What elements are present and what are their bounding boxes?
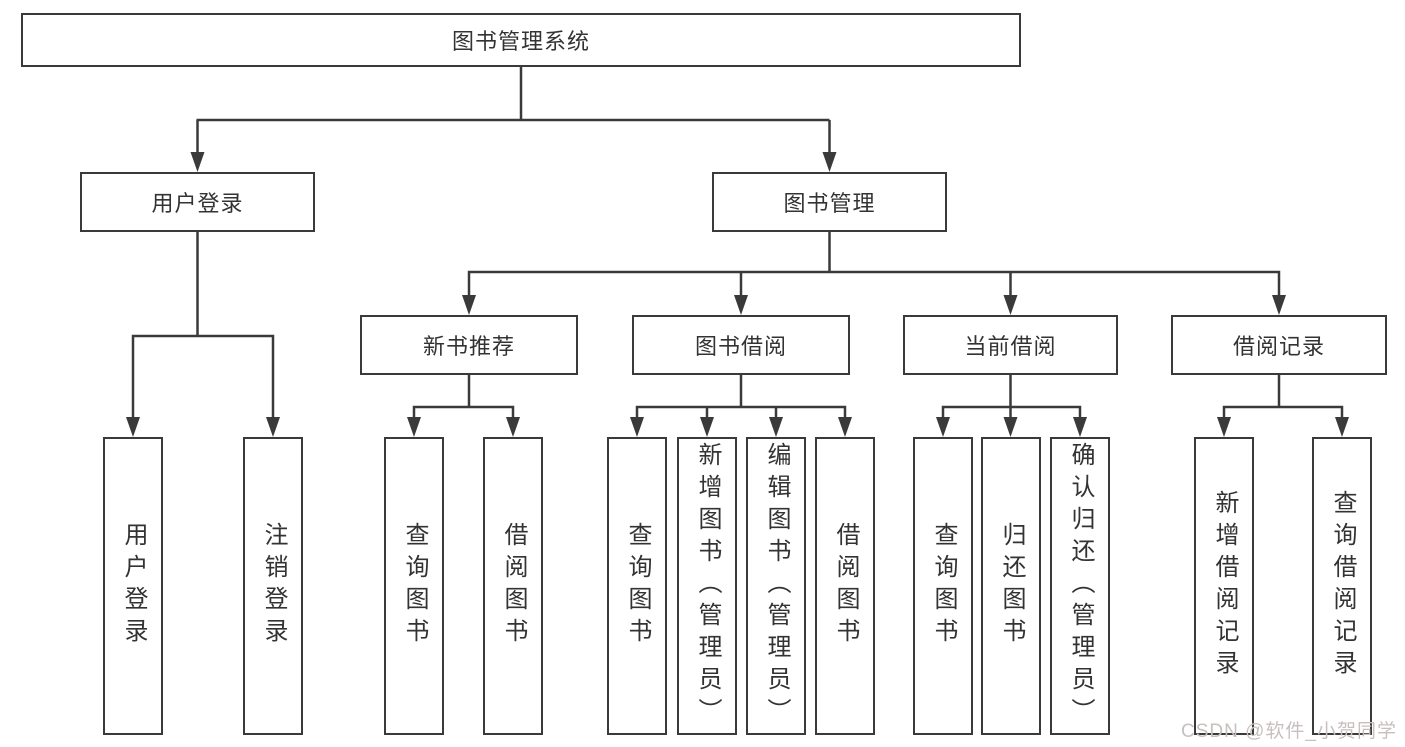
arrowhead [190,152,205,172]
leaf-user-login: 用户登录 [103,437,163,735]
arrowhead [407,417,421,437]
arrowhead [700,417,714,437]
arrowhead [838,417,852,437]
node-user-login: 用户登录 [80,172,315,232]
arrowhead [462,295,476,315]
connector-user-login [131,232,275,423]
node-new-book-recommend: 新书推荐 [360,315,578,375]
leaf-label: 归还图书 [998,522,1025,650]
arrowhead [630,417,644,437]
leaf-label: 查询图书 [624,522,651,650]
leaf-confirm-return-admin: 确认归还（管理员） [1050,437,1110,735]
leaf-return-books: 归还图书 [981,437,1041,735]
arrowhead [266,417,280,437]
leaf-borrow-books-recommend: 借阅图书 [483,437,543,735]
arrowhead [822,152,837,172]
watermark: CSDN @软件_小贺同学 [1181,721,1397,742]
leaf-borrow-books: 借阅图书 [815,437,875,735]
arrowhead [506,417,520,437]
leaf-edit-book-admin: 编辑图书（管理员） [746,437,806,735]
connector-new-book [412,375,515,423]
node-book-management: 图书管理 [712,172,947,232]
leaf-label: 查询图书 [401,522,428,650]
leaf-label: 借阅图书 [500,522,527,650]
arrowhead [1073,417,1087,437]
leaf-label: 确认归还（管理员） [1067,442,1094,730]
leaf-label: 查询借阅记录 [1329,490,1356,682]
connector-borrow-records [1222,375,1344,423]
leaf-label: 新增借阅记录 [1211,490,1238,682]
leaf-label: 用户登录 [120,522,147,650]
arrowhead [769,417,783,437]
arrowhead [126,417,140,437]
leaf-label: 编辑图书（管理员） [763,442,790,730]
arrowhead [936,417,950,437]
leaf-label: 注销登录 [260,522,287,650]
leaf-add-borrow-record: 新增借阅记录 [1194,437,1254,735]
arrowhead [1272,295,1286,315]
leaf-query-borrow-record: 查询借阅记录 [1312,437,1372,735]
node-current-borrow: 当前借阅 [903,315,1118,375]
leaf-label: 借阅图书 [832,522,859,650]
node-book-borrow: 图书借阅 [632,315,850,375]
leaf-query-books-borrow: 查询图书 [607,437,667,735]
leaf-query-books-current: 查询图书 [913,437,973,735]
leaf-query-books-recommend: 查询图书 [384,437,444,735]
connector-book-borrow [635,375,847,423]
node-borrow-records: 借阅记录 [1171,315,1387,375]
leaf-label: 新增图书（管理员） [694,442,721,730]
connector-root [196,67,831,158]
arrowhead [1217,417,1231,437]
connector-current-borrow [941,375,1082,423]
leaf-logout: 注销登录 [243,437,303,735]
arrowhead [1003,295,1018,315]
node-root-library-system: 图书管理系统 [21,13,1021,67]
arrowhead [734,295,748,315]
leaf-add-book-admin: 新增图书（管理员） [677,437,737,735]
leaf-label: 查询图书 [930,522,957,650]
arrowhead [1335,417,1349,437]
connector-book-management [467,232,1281,301]
arrowhead [1003,417,1018,437]
